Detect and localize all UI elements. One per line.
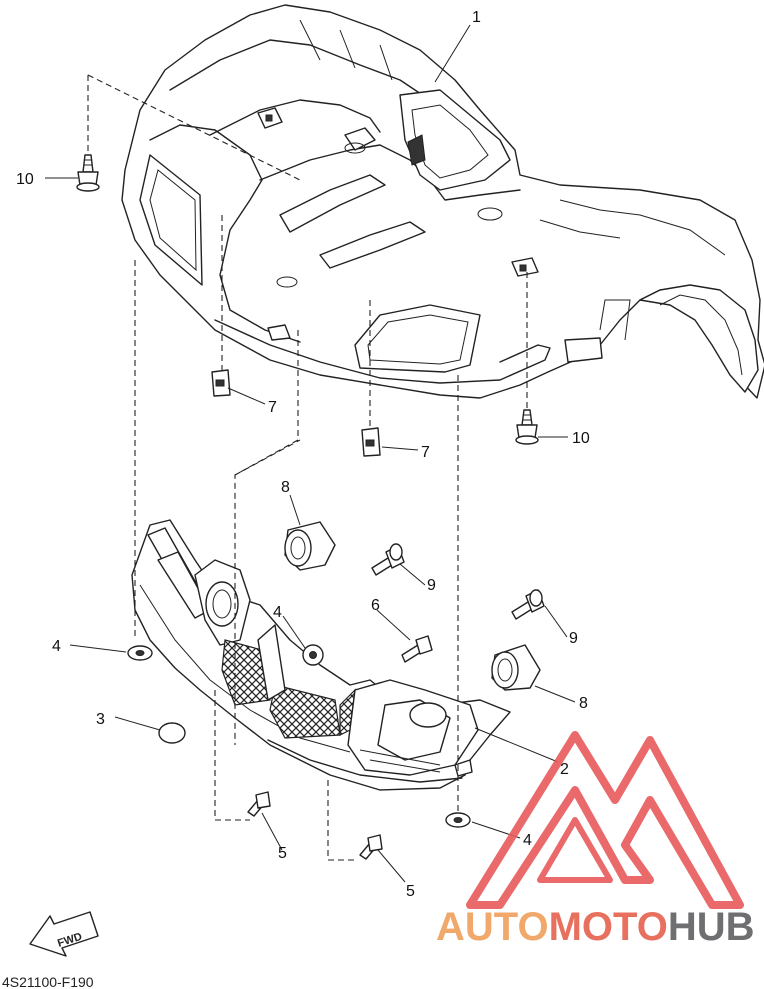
callout-10-left: 10 bbox=[16, 171, 34, 188]
callout-1: 1 bbox=[472, 9, 481, 26]
fwd-arrow-icon: FWD bbox=[29, 911, 99, 957]
callout-8-upper: 8 bbox=[281, 479, 290, 496]
screw-5-left bbox=[247, 791, 271, 817]
callout-5-left: 5 bbox=[278, 845, 287, 862]
automotohub-wordmark: AUTOMOTOHUB bbox=[436, 905, 755, 949]
bolt-9-upper bbox=[371, 543, 405, 576]
front-fender-part-1 bbox=[121, 4, 764, 399]
callout-9-lower: 9 bbox=[569, 630, 578, 647]
callout-10-right: 10 bbox=[572, 430, 590, 447]
washer-4 bbox=[127, 644, 471, 828]
grommet-8-upper bbox=[284, 521, 336, 571]
callout-2: 2 bbox=[560, 761, 569, 778]
wordmark-moto: MOTO bbox=[549, 905, 668, 949]
clip-7-right bbox=[361, 427, 381, 457]
cap-3 bbox=[158, 722, 186, 744]
bolt-10-left bbox=[76, 154, 100, 192]
callout-4-lower: 4 bbox=[523, 832, 532, 849]
front-guard-part-2 bbox=[131, 519, 511, 791]
callout-5-right: 5 bbox=[406, 883, 415, 900]
automotohub-logo-watermark bbox=[466, 731, 744, 909]
screw-5-right bbox=[359, 834, 383, 860]
bolt-9-lower bbox=[511, 589, 545, 620]
grommet-8-lower bbox=[491, 644, 541, 691]
callout-3: 3 bbox=[96, 711, 105, 728]
assembly-lines bbox=[87, 74, 528, 861]
callout-7-right: 7 bbox=[421, 444, 430, 461]
callout-9-upper: 9 bbox=[427, 577, 436, 594]
screw-6 bbox=[401, 635, 433, 663]
svg-text:AUTOMOTOHUB: AUTOMOTOHUB bbox=[436, 905, 755, 949]
wordmark-auto: AUTO bbox=[436, 905, 549, 949]
wordmark-hub: HUB bbox=[668, 905, 755, 949]
clip-7-left bbox=[211, 369, 231, 397]
leader-lines bbox=[45, 24, 576, 883]
callout-7-left: 7 bbox=[268, 399, 277, 416]
bolt-10-right bbox=[515, 409, 539, 445]
callout-4-center: 4 bbox=[273, 604, 282, 621]
callout-4-left: 4 bbox=[52, 638, 61, 655]
callout-8-lower: 8 bbox=[579, 695, 588, 712]
diagram-code: 4S21100-F190 bbox=[2, 974, 94, 989]
callout-6: 6 bbox=[371, 597, 380, 614]
